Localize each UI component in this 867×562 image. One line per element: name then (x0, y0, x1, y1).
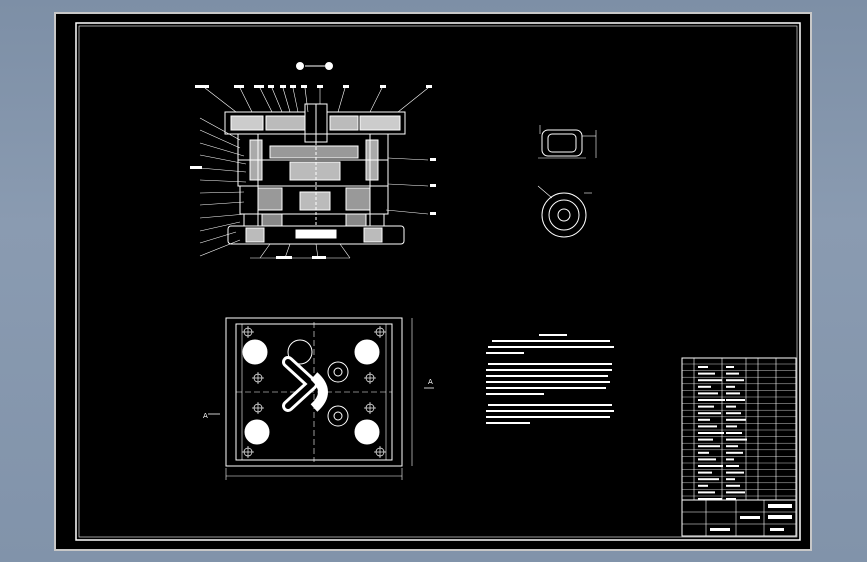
inner-border (75, 22, 801, 541)
parts-row-text-mark (726, 438, 747, 441)
parts-row-text-mark (698, 379, 722, 382)
parts-row-text-mark (698, 451, 709, 454)
parts-row-text-mark (726, 471, 744, 474)
parts-row-text-mark (726, 366, 734, 368)
parts-row-text-mark (726, 491, 745, 494)
parts-row-text-mark (726, 432, 742, 434)
parts-row-text-mark (726, 379, 744, 382)
parts-row-text-mark (698, 392, 718, 395)
section-label-marks (190, 85, 436, 259)
parts-row-text-mark (698, 438, 713, 441)
parts-row-text-mark (698, 432, 724, 434)
parts-row-text-mark (726, 451, 743, 454)
technical-notes (486, 334, 614, 424)
parts-row-text-mark (726, 418, 746, 421)
parts-row-text-mark (726, 372, 739, 375)
drawing-sheet (54, 12, 812, 551)
part-top-view (537, 185, 592, 238)
parts-row-text-mark (698, 405, 714, 408)
parts-row-text-mark (726, 405, 736, 408)
parts-row-text-mark (698, 498, 722, 500)
parts-row-text-mark (698, 418, 710, 421)
parts-row-text-mark (726, 478, 735, 481)
parts-row-text-mark (726, 392, 740, 395)
title-block (682, 500, 796, 536)
parts-row-text-mark (726, 465, 739, 467)
section-leaders (199, 87, 429, 259)
section-mark-left: A (203, 412, 208, 420)
parts-row-text-mark (698, 471, 712, 474)
section-mark-right: A (428, 378, 433, 386)
parts-row-text-mark (726, 458, 734, 461)
parts-row-text-mark (698, 484, 708, 487)
section-view (224, 62, 406, 245)
parts-row-text-mark (726, 498, 736, 500)
inner-border-2 (78, 25, 798, 538)
part-side-view (538, 125, 597, 159)
parts-row-text-mark (726, 385, 735, 388)
parts-row-text-mark (698, 491, 715, 494)
parts-row-text-mark (726, 484, 740, 487)
parts-row-text-mark (698, 425, 717, 428)
parts-row-text-mark (698, 478, 719, 481)
parts-row-text-mark (698, 366, 708, 368)
parts-row-text-mark (698, 412, 721, 415)
parts-row-text-mark (698, 465, 723, 467)
parts-row-text-mark (698, 399, 725, 401)
parts-row-text-mark (698, 458, 716, 461)
parts-row-text-mark (698, 372, 715, 375)
parts-row-text-mark (698, 385, 711, 388)
parts-row-text-mark (726, 399, 745, 401)
parts-row-text-mark (726, 425, 737, 428)
parts-row-text-mark (698, 445, 720, 448)
top-view (208, 317, 434, 480)
parts-row-text-mark (726, 445, 738, 448)
parts-list-rows (682, 363, 796, 500)
parts-row-text-mark (726, 412, 741, 415)
